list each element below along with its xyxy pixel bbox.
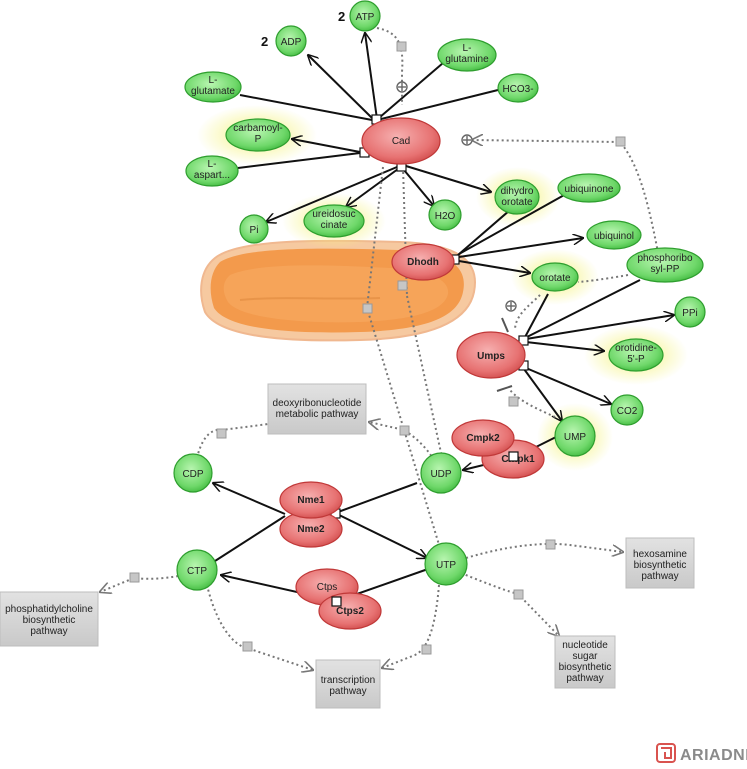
svg-text:CDP: CDP [182,469,203,480]
svg-text:Nme2: Nme2 [297,524,325,535]
svg-text:Ctps: Ctps [317,582,338,593]
metabolite-l-glutamine[interactable]: L-glutamine [437,38,497,72]
edge-waypoints [129,41,626,655]
metabolite-adp[interactable]: ADP [275,25,307,57]
metabolite-ppi[interactable]: PPi [674,296,706,328]
svg-text:ubiquinol: ubiquinol [594,231,634,242]
svg-text:ubiquinone: ubiquinone [565,184,614,195]
reaction-edges [213,33,674,602]
enzyme-ctps2[interactable]: Ctps2 [318,592,382,630]
ariadne-maze-icon [656,743,676,763]
metabolite-nodes: ATP ADP L-glutamine HCO3- L-glutamate ca… [173,0,706,591]
metabolite-h2o[interactable]: H2O [428,199,462,231]
metabolite-ubiquinone[interactable]: ubiquinone [557,173,621,203]
metabolite-orotidine-5p[interactable]: orotidine-5'-P [608,338,664,372]
activation-markers [396,81,517,312]
adp-stoichiometry: 2 [261,34,268,49]
enzyme-umps[interactable]: Umps [456,331,526,379]
enzyme-cad[interactable]: Cad [361,117,441,165]
metabolite-ump[interactable]: UMP [554,415,596,457]
prpp-activation-icon [461,134,473,146]
svg-text:HCO3-: HCO3- [502,84,533,95]
ump-inhibition-bar-icon [496,385,513,392]
umps-activation-icon [505,300,517,312]
svg-text:orotate: orotate [539,273,571,284]
atp-activation-icon [396,81,408,93]
metabolite-ctp[interactable]: CTP [176,549,218,591]
svg-text:Pi: Pi [250,225,259,236]
svg-text:L-glutamine: L-glutamine [445,43,489,65]
enzyme-nme1[interactable]: Nme1 [279,481,343,519]
svg-text:ADP: ADP [281,37,302,48]
svg-text:L-glutamate: L-glutamate [191,75,235,97]
svg-text:UTP: UTP [436,560,456,571]
metabolite-co2[interactable]: CO2 [610,394,644,426]
svg-text:UMP: UMP [564,432,587,443]
svg-text:Cad: Cad [392,136,410,147]
svg-text:CO2: CO2 [617,406,638,417]
svg-text:L-aspart...: L-aspart... [194,159,230,181]
svg-text:H2O: H2O [435,211,456,222]
metabolite-cdp[interactable]: CDP [173,453,213,493]
svg-text:Nme1: Nme1 [297,495,325,506]
svg-text:Umps: Umps [477,351,505,362]
ariadne-logo: ARIADNE [656,743,747,764]
svg-text:carbamoyl-P: carbamoyl-P [233,123,282,145]
svg-text:orotidine-5'-P: orotidine-5'-P [615,343,657,365]
metabolite-carbamoyl-p[interactable]: carbamoyl-P [225,118,291,152]
svg-text:Cmpk2: Cmpk2 [466,433,500,444]
metabolite-utp[interactable]: UTP [424,542,468,586]
svg-text:CTP: CTP [187,566,207,577]
svg-text:Ctps2: Ctps2 [336,606,364,617]
metabolite-l-aspartate[interactable]: L-aspart... [185,155,239,187]
metabolite-orotate[interactable]: orotate [531,262,579,292]
svg-text:ATP: ATP [356,12,375,23]
svg-text:UDP: UDP [430,469,451,480]
svg-text:Dhodh: Dhodh [407,257,439,268]
umps-arrowhead-icon [501,317,509,333]
metabolite-hco3[interactable]: HCO3- [497,73,539,103]
enzyme-dhodh[interactable]: Dhodh [391,243,455,281]
atp-stoichiometry: 2 [338,9,345,24]
svg-text:PPi: PPi [682,308,698,319]
metabolite-ubiquinol[interactable]: ubiquinol [586,220,642,250]
enzyme-cmpk2[interactable]: Cmpk2 [451,419,515,457]
inhibition-markers [496,317,513,392]
metabolite-atp[interactable]: ATP [349,0,381,32]
metabolite-l-glutamate[interactable]: L-glutamate [184,71,242,103]
metabolite-pi[interactable]: Pi [239,214,269,244]
metabolite-udp[interactable]: UDP [420,452,462,494]
ariadne-brand-name: ARIADNE [680,747,747,764]
